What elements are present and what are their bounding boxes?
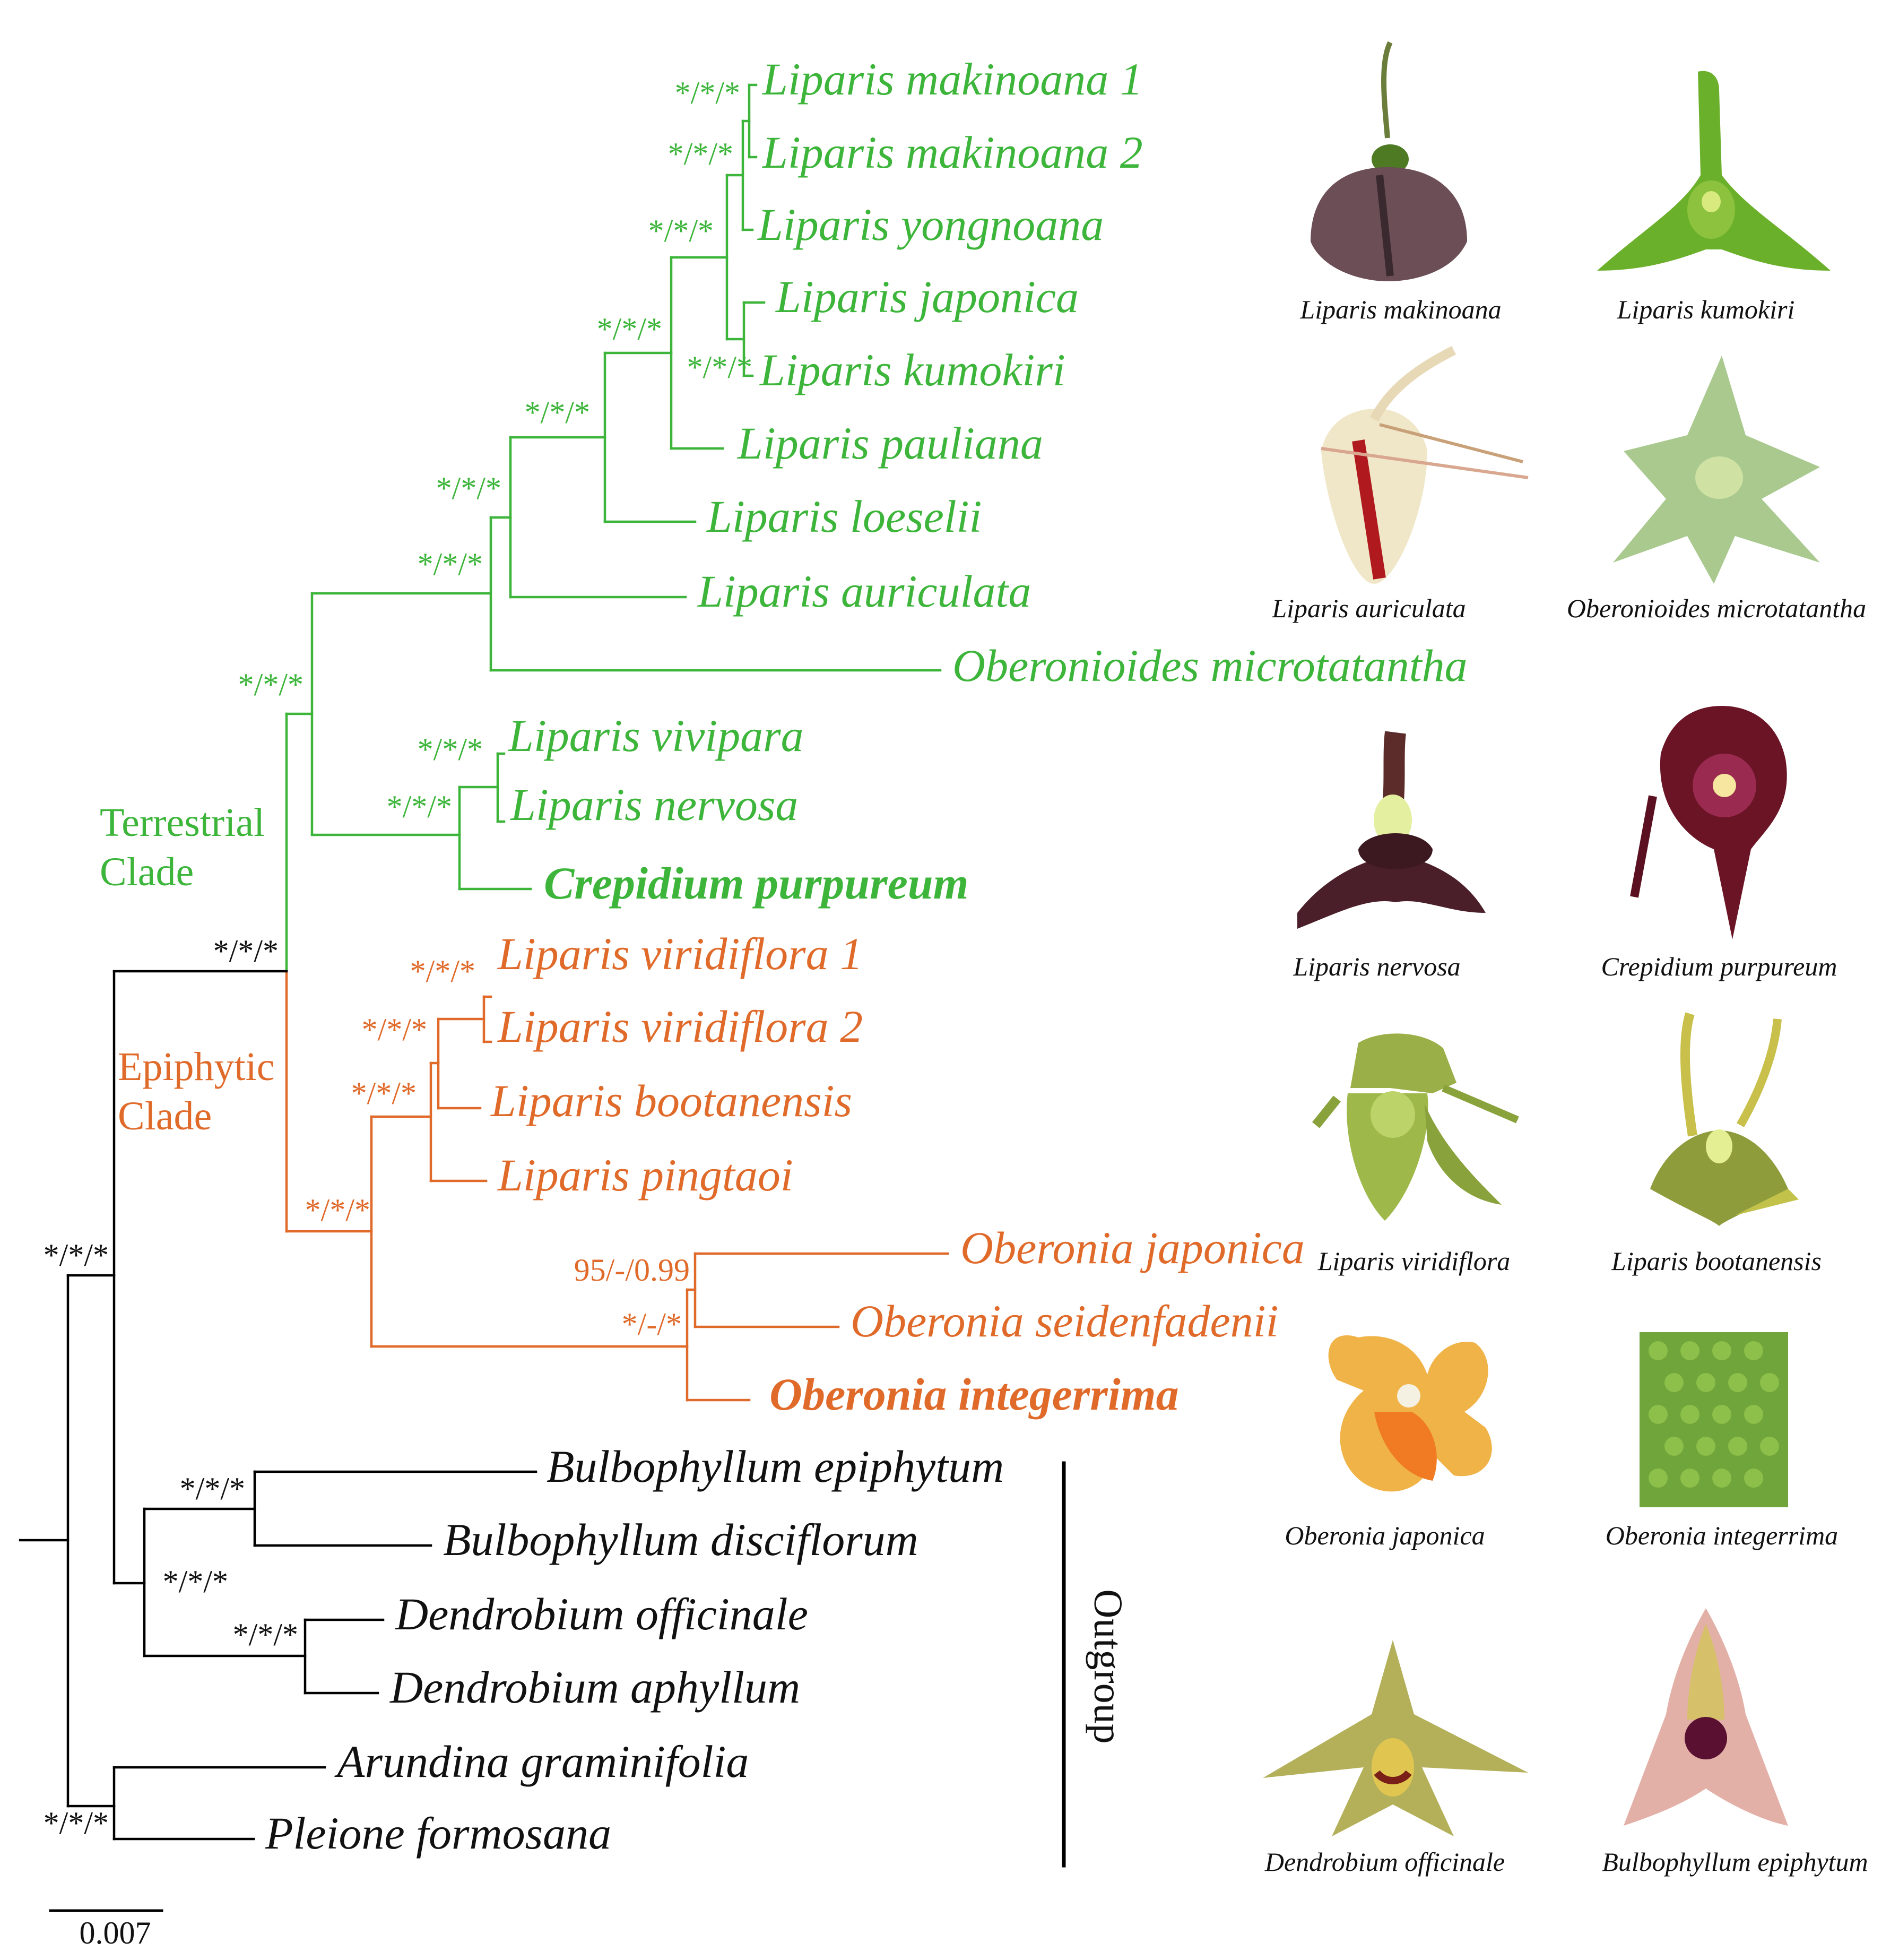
photo-oberonioides-microtatantha: Oberonioides microtatantha <box>1567 356 1866 623</box>
taxon-liparis-bootanensis: Liparis bootanensis <box>490 1075 852 1126</box>
taxon-bulbophyllum-epiphytum: Bulbophyllum epiphytum <box>547 1441 1004 1492</box>
flower-photo-panel: Liparis makinoana Liparis kumokiri Lipar… <box>1263 41 1868 1877</box>
support-value: */*/* <box>418 732 483 767</box>
photo-caption: Liparis auriculata <box>1271 593 1466 623</box>
clade-label-outgroup: Outgroup <box>1086 1589 1130 1743</box>
support-value: */*/* <box>238 667 304 702</box>
photo-caption: Liparis bootanensis <box>1611 1246 1822 1276</box>
support-value: */*/* <box>233 1617 298 1652</box>
taxon-arundina-graminifolia: Arundina graminifolia <box>334 1736 749 1787</box>
support-value: */*/* <box>44 1238 109 1273</box>
photo-oberonia-japonica: Oberonia japonica <box>1285 1335 1492 1550</box>
clade-label-terrestrial-line1: Terrestrial <box>100 800 265 845</box>
taxon-oberonioides-microtatantha: Oberonioides microtatantha <box>952 640 1468 691</box>
taxon-dendrobium-aphyllum: Dendrobium aphyllum <box>389 1662 800 1713</box>
taxon-liparis-makinoana-1: Liparis makinoana 1 <box>761 54 1143 105</box>
support-value: */-/* <box>622 1307 682 1342</box>
taxon-oberonia-seidenfadenii: Oberonia seidenfadenii <box>851 1296 1279 1346</box>
taxon-liparis-pingtaoi: Liparis pingtaoi <box>497 1150 793 1201</box>
scale-bar-label: 0.007 <box>80 1915 151 1950</box>
support-value: */*/* <box>675 75 740 110</box>
taxon-dendrobium-officinale: Dendrobium officinale <box>395 1588 808 1639</box>
photo-dendrobium-officinale: Dendrobium officinale <box>1263 1640 1528 1877</box>
outgroup-support-values: */*/* */*/* */*/* */*/* */*/* */*/* <box>44 934 298 1841</box>
taxon-liparis-nervosa: Liparis nervosa <box>509 779 798 830</box>
photo-caption: Dendrobium officinale <box>1264 1847 1505 1877</box>
support-value: */*/* <box>436 471 501 506</box>
epiphytic-support-values: */*/* */*/* */*/* */*/* 95/-/0.99 */-/* <box>305 954 690 1342</box>
photo-caption: Oberonioides microtatantha <box>1567 593 1866 623</box>
support-value: */*/* <box>387 789 452 824</box>
clade-label-epiphytic-line2: Clade <box>118 1094 212 1138</box>
photo-liparis-nervosa: Liparis nervosa <box>1293 731 1486 981</box>
outgroup-taxon-labels: Bulbophyllum epiphytum Bulbophyllum disc… <box>265 1441 1004 1859</box>
taxon-liparis-yongnoana: Liparis yongnoana <box>757 199 1104 250</box>
photo-crepidium-purpureum: Crepidium purpureum <box>1601 706 1837 981</box>
taxon-liparis-loeselii: Liparis loeselii <box>706 491 982 542</box>
support-value: */*/* <box>163 1564 228 1599</box>
support-value: */*/* <box>351 1076 417 1111</box>
photo-liparis-auriculata: Liparis auriculata <box>1271 346 1529 623</box>
taxon-oberonia-integerrima: Oberonia integerrima <box>769 1369 1179 1420</box>
support-value: */*/* <box>525 395 590 430</box>
terrestrial-support-values: */*/* */*/* */*/* */*/* */*/* */*/* */*/… <box>238 75 752 824</box>
taxon-bulbophyllum-disciflorum: Bulbophyllum disciflorum <box>443 1514 918 1565</box>
taxon-liparis-pauliana: Liparis pauliana <box>736 418 1043 469</box>
support-value: */*/* <box>305 1193 370 1228</box>
clade-label-terrestrial-line2: Clade <box>100 850 194 894</box>
taxon-liparis-vivipara: Liparis vivipara <box>507 710 804 761</box>
photo-caption: Liparis viridiflora <box>1317 1246 1511 1276</box>
terrestrial-clade-branches <box>285 83 942 973</box>
photo-caption: Liparis nervosa <box>1293 952 1460 981</box>
support-value: */*/* <box>362 1012 427 1047</box>
support-value: 95/-/0.99 <box>574 1253 690 1288</box>
photo-caption: Liparis kumokiri <box>1617 295 1795 324</box>
photo-caption: Crepidium purpureum <box>1601 952 1837 981</box>
support-value: */*/* <box>687 350 752 385</box>
photo-liparis-makinoana: Liparis makinoana <box>1299 41 1502 324</box>
photo-caption: Liparis makinoana <box>1299 295 1501 324</box>
taxon-liparis-viridiflora-2: Liparis viridiflora 2 <box>497 1001 863 1052</box>
photo-liparis-viridiflora: Liparis viridiflora <box>1312 1033 1519 1276</box>
photo-oberonia-integerrima: Oberonia integerrima <box>1606 1332 1838 1550</box>
taxon-oberonia-japonica: Oberonia japonica <box>960 1222 1305 1273</box>
taxon-liparis-viridiflora-1: Liparis viridiflora 1 <box>497 928 863 979</box>
support-value: */*/* <box>668 136 733 171</box>
epiphytic-clade-branches <box>285 970 949 1402</box>
epiphytic-taxon-labels: Liparis viridiflora 1 Liparis viridiflor… <box>490 928 1305 1420</box>
support-value: */*/* <box>597 312 662 347</box>
support-value: */*/* <box>180 1471 245 1506</box>
clade-label-epiphytic-line1: Epiphytic <box>118 1044 275 1089</box>
terrestrial-taxon-labels: Liparis makinoana 1 Liparis makinoana 2 … <box>507 54 1468 909</box>
support-value: */*/* <box>213 934 279 969</box>
support-value: */*/* <box>44 1806 109 1841</box>
taxon-pleione-formosana: Pleione formosana <box>265 1808 611 1859</box>
taxon-crepidium-purpureum: Crepidium purpureum <box>544 858 969 909</box>
photo-liparis-kumokiri: Liparis kumokiri <box>1597 71 1831 324</box>
taxon-liparis-kumokiri: Liparis kumokiri <box>759 344 1065 395</box>
taxon-liparis-makinoana-2: Liparis makinoana 2 <box>761 127 1143 178</box>
outgroup-branches <box>19 970 1066 1912</box>
taxon-liparis-japonica: Liparis japonica <box>775 271 1079 322</box>
support-value: */*/* <box>418 547 483 582</box>
support-value: */*/* <box>410 954 475 989</box>
photo-caption: Oberonia integerrima <box>1606 1521 1838 1550</box>
photo-liparis-bootanensis: Liparis bootanensis <box>1611 1012 1822 1276</box>
photo-bulbophyllum-epiphytum: Bulbophyllum epiphytum <box>1602 1608 1868 1877</box>
support-value: */*/* <box>648 213 714 248</box>
taxon-liparis-auriculata: Liparis auriculata <box>697 566 1031 617</box>
photo-caption: Bulbophyllum epiphytum <box>1602 1847 1868 1877</box>
photo-caption: Oberonia japonica <box>1285 1521 1485 1550</box>
